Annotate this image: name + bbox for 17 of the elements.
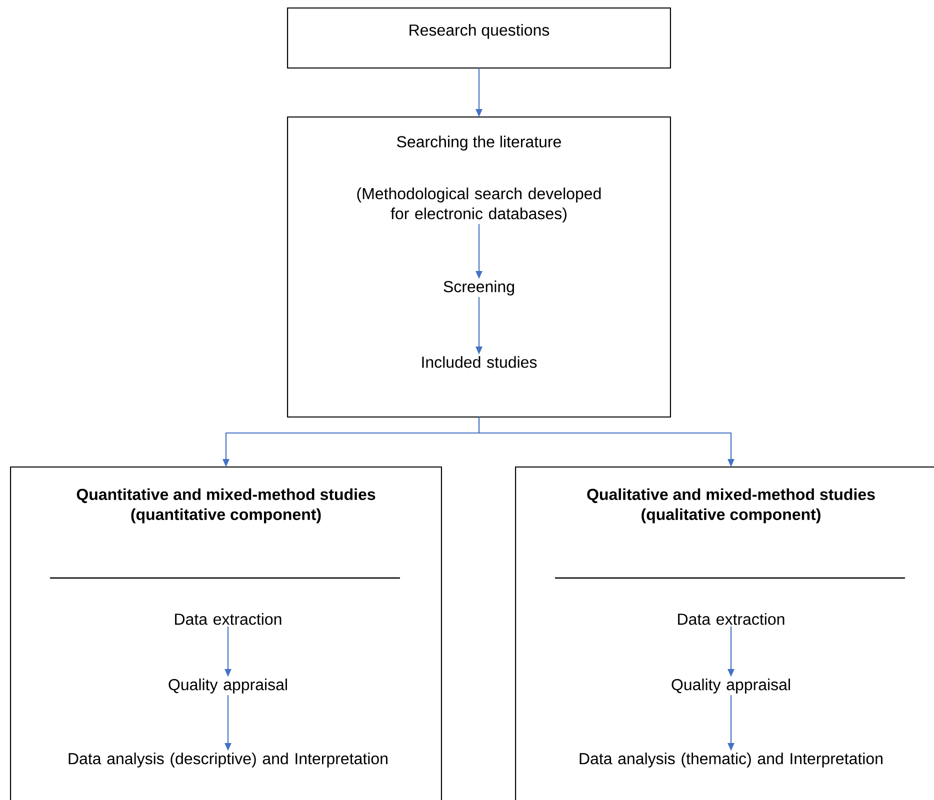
- step-text: (Methodological search developed for electronic databases): [357, 188, 601, 222]
- step-text: Data extraction: [678, 613, 784, 625]
- step-text: Included studies: [422, 356, 537, 368]
- branch-box: [10, 466, 442, 800]
- step-text: Quality appraisal: [672, 678, 790, 694]
- box-heading: Qualitative and mixed-method studies (qualitative component): [587, 488, 875, 524]
- box-heading: Research questions: [410, 24, 550, 39]
- process-box: [287, 116, 671, 418]
- process-box: [287, 7, 671, 69]
- step-text: Data analysis (descriptive) and Interpretation: [68, 752, 388, 768]
- step-text: Data analysis (thematic) and Interpretation: [580, 752, 882, 768]
- step-text: Screening: [444, 280, 514, 296]
- box-heading: Quantitative and mixed-method studies (quantitative component): [76, 488, 376, 524]
- box-heading: Searching the literature: [397, 136, 561, 151]
- step-text: Quality appraisal: [168, 678, 287, 694]
- step-text: Data extraction: [175, 613, 282, 625]
- branch-box: [515, 466, 934, 800]
